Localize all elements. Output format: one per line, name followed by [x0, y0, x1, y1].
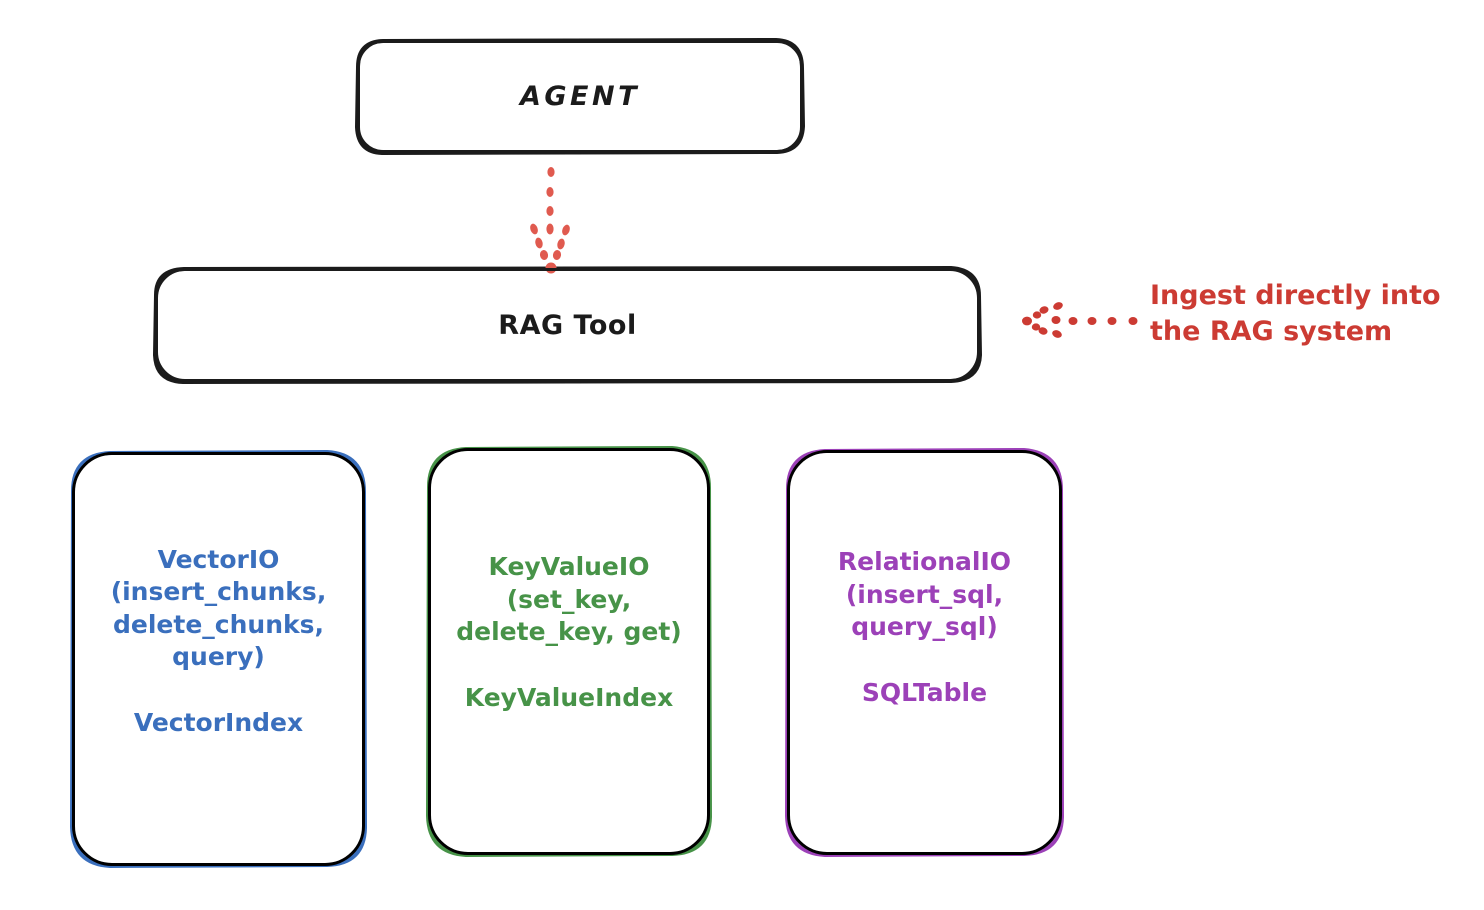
- vector-io-content: VectorIO (insert_chunks, delete_chunks, …: [111, 544, 327, 737]
- ingest-to-rag-tool-arrow: [1022, 302, 1138, 338]
- key-value-io-index-label: KeyValueIndex: [464, 682, 674, 712]
- vector-io-index-label: VectorIndex: [133, 707, 304, 737]
- node-relational-io[interactable]: RelationalIO (insert_sql, query_sql) SQL…: [787, 450, 1062, 855]
- vector-io-api-label: VectorIO (insert_chunks, delete_chunks, …: [110, 544, 327, 672]
- agent-label: AGENT: [519, 81, 640, 112]
- node-agent[interactable]: AGENT: [357, 40, 803, 153]
- node-vector-io[interactable]: VectorIO (insert_chunks, delete_chunks, …: [72, 452, 365, 866]
- relational-io-index-label: SQLTable: [861, 677, 988, 707]
- key-value-io-content: KeyValueIO (set_key, delete_key, get) Ke…: [456, 551, 681, 712]
- rag-tool-label: RAG Tool: [498, 309, 637, 341]
- agent-to-rag-tool-arrow: [530, 167, 570, 274]
- relational-io-content: RelationalIO (insert_sql, query_sql) SQL…: [838, 546, 1011, 707]
- key-value-io-api-label: KeyValueIO (set_key, delete_key, get): [456, 552, 682, 647]
- relational-io-api-label: RelationalIO (insert_sql, query_sql): [837, 547, 1012, 642]
- ingest-annotation-text: Ingest directly into the RAG system: [1150, 280, 1441, 347]
- node-rag-tool[interactable]: RAG Tool: [155, 268, 980, 382]
- node-key-value-io[interactable]: KeyValueIO (set_key, delete_key, get) Ke…: [428, 448, 710, 855]
